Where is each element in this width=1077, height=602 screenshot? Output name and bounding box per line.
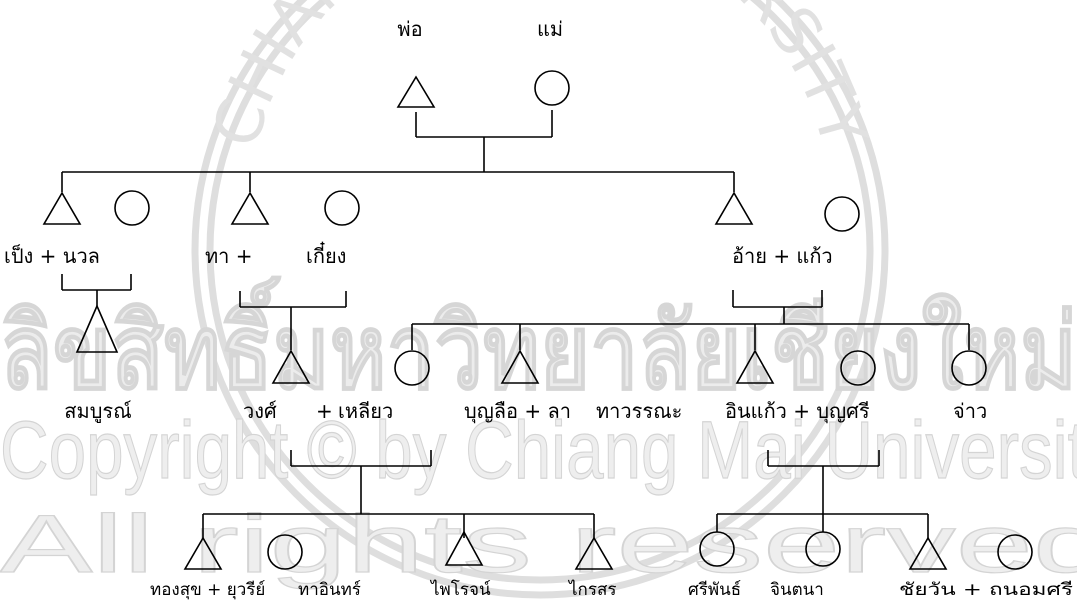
female-circle-thanomsri (997, 534, 1033, 570)
marriage-brackets-gen2 (61, 274, 970, 350)
watermark-ring-outer (191, 0, 889, 599)
label-plus-wong: + (316, 399, 333, 423)
watermark-copyright-line: Copyright © by Chiang Mai University (0, 405, 1077, 496)
female-circle-sriphan (699, 531, 735, 567)
female-circle-jintana (805, 531, 841, 567)
label-sriphan: ศรีพันธ์ (688, 580, 741, 600)
label-boonlue: บุญลือ + ลา (464, 399, 571, 424)
male-triangle-thongsuk (183, 536, 223, 570)
female-circle-nual (114, 190, 150, 226)
label-thongsuk: ทองสุข + ยุวรีย์ (150, 580, 265, 600)
generation-2: เป็ง + นวล ทา + เกี๋ยง อ้าย + แก้ว (4, 190, 860, 268)
male-triangle-phairot (444, 530, 484, 566)
label-peng-nual: เป็ง + นวล (4, 243, 100, 268)
label-phairot: ไพโรจน์ (429, 579, 491, 600)
label-somboon: สมบูรณ์ (64, 399, 131, 424)
label-thainin: ทาอินทร์ (298, 580, 361, 600)
label-kraisorn: ไกรสร (567, 579, 616, 600)
label-inkaew: อินแก้ว + บุญศรี (725, 399, 870, 424)
watermark-rights-line: All rights reserved (0, 499, 1077, 590)
male-triangle-kraisorn (574, 536, 614, 570)
female-circle-jam (951, 350, 987, 386)
male-triangle-somboon (75, 303, 119, 353)
label-wong: วงศ์ (243, 399, 277, 423)
label-father: พ่อ (397, 17, 422, 41)
label-liao: เหลียว (338, 399, 393, 423)
male-triangle-chaiwan (908, 536, 948, 570)
watermark-thai-copyright: ลิขสิทธิ์มหาวิทยาลัยเชียงใหม่ (0, 276, 1077, 413)
male-triangle-ai (714, 191, 754, 225)
female-circle-boonsri (840, 350, 876, 386)
female-circle-kiang (324, 190, 360, 226)
male-triangle-father (396, 75, 436, 108)
label-thawannana: ทาวรรณะ (596, 399, 682, 423)
sibling-line-gen2 (61, 171, 735, 192)
female-circle-yuwaree (267, 534, 303, 570)
male-triangle-tha (230, 191, 270, 225)
label-jam: จ่าว (953, 399, 987, 423)
male-triangle-wong (271, 349, 311, 384)
label-jintana: จินตนา (770, 580, 824, 600)
female-circle-liao (394, 350, 430, 386)
male-triangle-peng (42, 191, 82, 225)
label-mother: แม่ (537, 17, 563, 41)
label-tha: ทา + (205, 244, 253, 268)
generation-3: สมบูรณ์ วงศ์ + เหลียว บุญลือ + ลา ทาวรรณ… (64, 303, 987, 424)
watermark-ring-inner (206, 0, 874, 584)
male-triangle-boonlue (500, 349, 540, 384)
marriage-brackets-gen3 (202, 450, 929, 538)
label-ai-kaew: อ้าย + แก้ว (732, 244, 833, 268)
female-circle-kaew (824, 196, 860, 232)
label-kiang: เกี๋ยง (306, 241, 346, 268)
male-triangle-inkaew (735, 349, 775, 384)
generation-4: ทองสุข + ยุวรีย์ ทาอินทร์ ไพโรจน์ ไกรสร … (150, 530, 1073, 600)
female-circle-mother (534, 70, 570, 106)
label-chaiwan: ชัยวัน + ถนอมศรี (899, 580, 1073, 600)
generation-1: พ่อ แม่ (396, 17, 570, 172)
